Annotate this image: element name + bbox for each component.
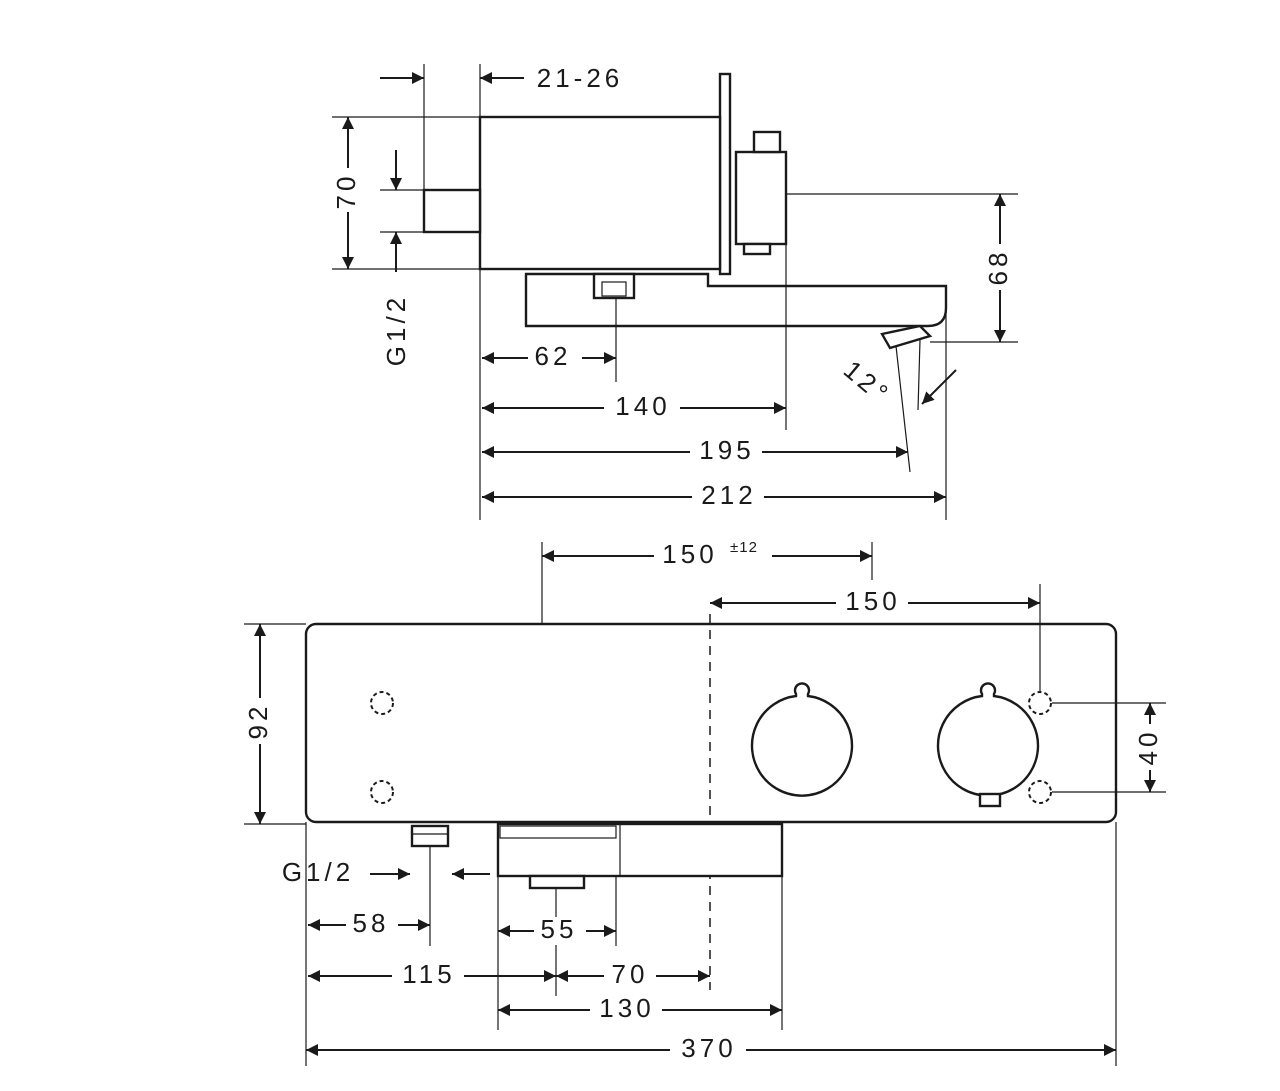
dim-40: 40	[1133, 729, 1163, 766]
dim-212: 212	[701, 480, 756, 510]
dim-68: 68	[983, 249, 1013, 286]
dim-370: 370	[681, 1033, 736, 1063]
dim-front-g12: G1/2	[282, 857, 354, 887]
dim-92: 92	[243, 703, 273, 740]
dim-70: 70	[331, 173, 361, 210]
dim-70: 70	[612, 959, 649, 989]
mounting-hole	[370, 691, 394, 715]
front-connection	[410, 824, 450, 848]
mounting-hole	[370, 780, 394, 804]
dim-58: 58	[353, 908, 390, 938]
dim-115: 115	[402, 959, 455, 989]
dim-62: 62	[535, 341, 572, 371]
flow-knob	[936, 682, 1040, 797]
dim-140: 140	[615, 391, 670, 421]
front-view: 150 ±12 150 92 40 G1/2 58 55 115 70	[243, 538, 1166, 1066]
side-housing	[478, 115, 722, 271]
wall-plate	[718, 72, 732, 276]
rear-nut-top	[752, 130, 782, 154]
front-outlet	[528, 874, 586, 890]
dim-12-deg: 12°	[838, 354, 897, 410]
dim-side-g12: G1/2	[381, 294, 411, 366]
bottom-outlet-inner	[601, 281, 627, 297]
dim-130: 130	[599, 993, 654, 1023]
front-shelf	[496, 822, 784, 878]
dim-150-tol: 150	[662, 539, 717, 569]
spout-shelf	[524, 272, 948, 328]
rear-connector	[734, 150, 788, 246]
bottom-outlet	[592, 272, 636, 300]
mounting-hole	[1028, 780, 1052, 804]
rear-nut-bottom	[742, 242, 772, 256]
dim-195: 195	[699, 435, 754, 465]
dim-tolerance: ±12	[730, 539, 758, 556]
side-view: 21-26 70 G1/2 68 12° 62 140 195 212	[331, 63, 1018, 520]
thermostat-knob	[750, 682, 854, 797]
front-panel	[304, 622, 1118, 824]
dim-21-26: 21-26	[537, 63, 624, 93]
knob-stop	[978, 792, 1002, 808]
knob-stub	[422, 188, 482, 234]
spout-aerator	[880, 324, 933, 350]
dim-55: 55	[541, 914, 578, 944]
dim-150: 150	[845, 586, 900, 616]
